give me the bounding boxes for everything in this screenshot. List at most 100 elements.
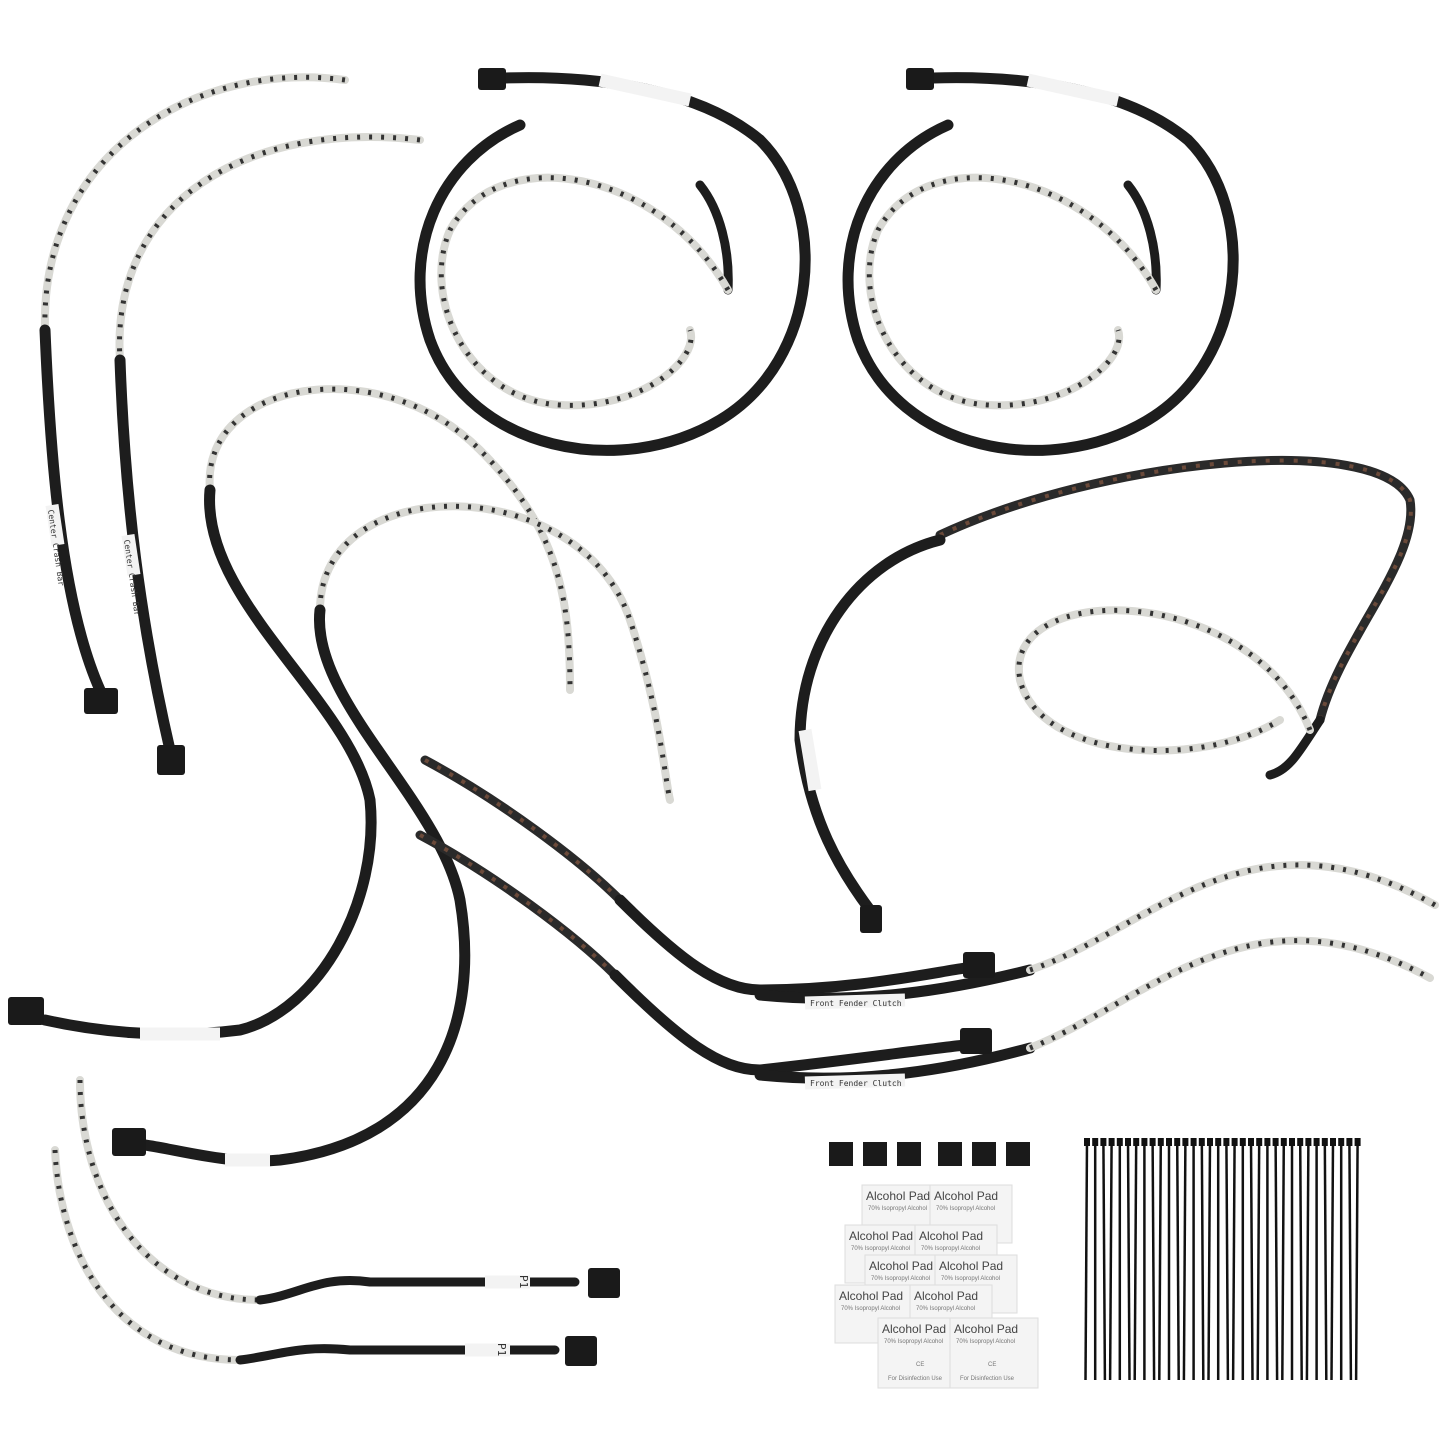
zip-tie-head	[1256, 1138, 1263, 1146]
long-harness-1	[8, 385, 574, 1041]
pad-subtitle: 70% Isopropyl Alcohol	[941, 1276, 1000, 1282]
pad-title: Alcohol Pad	[866, 1189, 930, 1203]
coiled-harness-2	[842, 68, 1239, 456]
connector	[112, 1128, 146, 1156]
connector	[860, 905, 882, 933]
zip-tie-head	[1313, 1138, 1320, 1146]
harness-label: Front Fender Clutch	[810, 1079, 902, 1088]
zip-tie	[1323, 1139, 1328, 1381]
zip-tie	[1274, 1139, 1279, 1381]
zip-tie-head	[1157, 1138, 1164, 1146]
zip-tie-head	[1215, 1138, 1222, 1146]
zip-tie	[1281, 1139, 1286, 1381]
zip-tie-head	[1092, 1138, 1099, 1146]
zip-tie-head	[1346, 1138, 1353, 1146]
fender-clutch-harness-1: Front Fender Clutch	[420, 755, 1439, 1010]
clip	[829, 1142, 853, 1166]
connector	[157, 745, 185, 775]
pad-subtitle: 70% Isopropyl Alcohol	[921, 1246, 980, 1252]
zip-tie-head	[1100, 1138, 1107, 1146]
p1-harness-1: P1	[76, 1076, 620, 1305]
pad-ce-mark: CE	[988, 1362, 996, 1368]
pad-subtitle: 70% Isopropyl Alcohol	[851, 1246, 910, 1252]
pad-title: Alcohol Pad	[849, 1229, 913, 1243]
zip-tie-head	[1248, 1138, 1254, 1146]
connector	[960, 1028, 992, 1054]
adhesive-clips	[829, 1142, 1030, 1166]
zip-tie-head	[1231, 1138, 1238, 1146]
pad-title: Alcohol Pad	[954, 1322, 1018, 1336]
pad-usage: For Disinfection Use	[960, 1376, 1015, 1382]
pad-subtitle: 70% Isopropyl Alcohol	[868, 1206, 927, 1212]
connector	[565, 1336, 597, 1366]
zip-tie	[1305, 1139, 1310, 1381]
pad-title: Alcohol Pad	[934, 1189, 998, 1203]
long-harness-2	[112, 502, 674, 1167]
zip-ties	[1084, 1138, 1361, 1381]
crash-bar-harness-2: Center Crash Bar	[114, 133, 424, 775]
pad-usage: For Disinfection Use	[888, 1376, 943, 1382]
zip-tie	[1348, 1139, 1353, 1381]
zip-tie-head	[1198, 1138, 1205, 1146]
coiled-harness-1	[414, 68, 811, 456]
zip-tie-head	[1338, 1138, 1345, 1146]
fender-clutch-harness-2: Front Fender Clutch	[415, 830, 1434, 1090]
clip	[863, 1142, 887, 1166]
zip-tie	[1084, 1139, 1089, 1381]
zip-tie	[1225, 1139, 1230, 1381]
connector	[588, 1268, 620, 1298]
zip-tie	[1200, 1139, 1205, 1381]
pad-subtitle: 70% Isopropyl Alcohol	[871, 1276, 930, 1282]
zip-tie-head	[1223, 1138, 1230, 1146]
harness-label: Front Fender Clutch	[810, 999, 902, 1008]
zip-tie	[1207, 1139, 1212, 1381]
pad-subtitle: 70% Isopropyl Alcohol	[956, 1339, 1015, 1345]
pad-title: Alcohol Pad	[882, 1322, 946, 1336]
zip-tie-head	[1354, 1138, 1361, 1146]
zip-tie-head	[1190, 1138, 1197, 1146]
zip-tie	[1330, 1139, 1335, 1381]
zip-tie	[1133, 1139, 1138, 1381]
zip-tie	[1108, 1139, 1113, 1381]
zip-tie	[1126, 1139, 1131, 1381]
zip-tie	[1158, 1139, 1163, 1381]
p1-harness-2: P1	[51, 1146, 597, 1366]
clip	[938, 1142, 962, 1166]
pad-title: Alcohol Pad	[939, 1259, 1003, 1273]
zip-tie-head	[1149, 1138, 1156, 1146]
zip-tie-head	[1297, 1138, 1304, 1146]
zip-tie-head	[1264, 1138, 1271, 1146]
connector	[84, 688, 118, 714]
zip-tie-head	[1182, 1138, 1189, 1146]
zip-tie	[1231, 1139, 1236, 1381]
clip	[1006, 1142, 1030, 1166]
right-harness	[794, 456, 1416, 933]
connector	[963, 952, 995, 978]
zip-tie	[1298, 1139, 1303, 1381]
zip-tie	[1175, 1139, 1180, 1381]
zip-tie	[1256, 1139, 1261, 1381]
zip-tie-head	[1321, 1138, 1328, 1146]
pad-subtitle: 70% Isopropyl Alcohol	[884, 1339, 943, 1345]
zip-tie-head	[1166, 1138, 1172, 1146]
zip-tie	[1354, 1139, 1359, 1381]
p1-label: P1	[495, 1343, 508, 1356]
crash-bar-harness-1: Center Crash Bar	[39, 73, 349, 714]
zip-tie-head	[1305, 1138, 1312, 1146]
pad-packet	[949, 1317, 1039, 1389]
zip-tie-head	[1116, 1138, 1123, 1146]
zip-tie	[1102, 1139, 1107, 1381]
pad-ce-mark: CE	[916, 1362, 924, 1368]
zip-tie-head	[1133, 1138, 1140, 1146]
p1-label: P1	[517, 1275, 530, 1288]
clip	[972, 1142, 996, 1166]
zip-tie-head	[1280, 1138, 1287, 1146]
zip-tie-head	[1108, 1138, 1115, 1146]
zip-tie	[1182, 1139, 1187, 1381]
zip-tie	[1151, 1139, 1156, 1381]
connector	[478, 68, 506, 90]
zip-tie-head	[1125, 1138, 1131, 1146]
